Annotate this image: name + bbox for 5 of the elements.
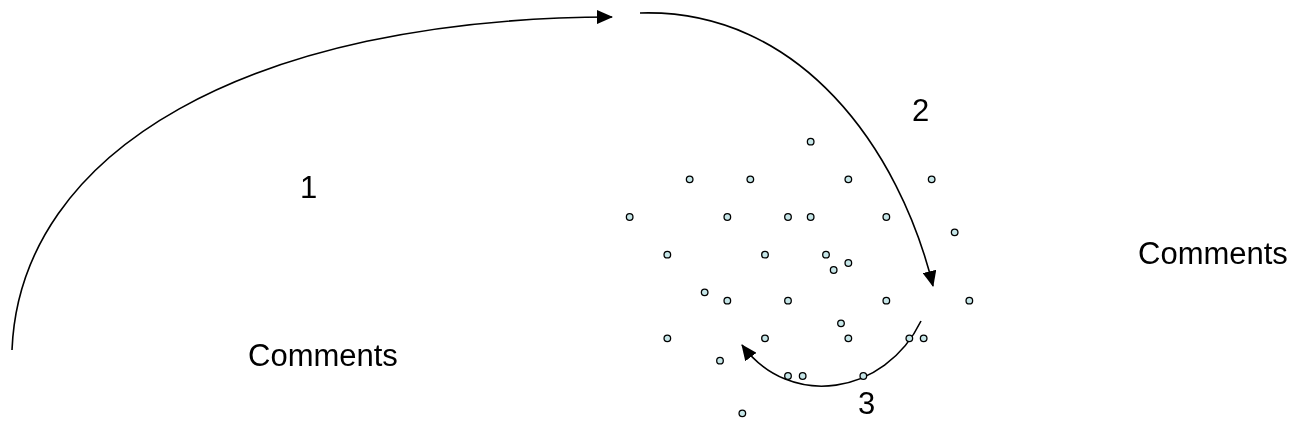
step-number: 2 — [912, 95, 930, 126]
comments-label: Comments — [248, 340, 398, 371]
comments-label: Comments — [1138, 238, 1288, 269]
step-number: 1 — [300, 172, 318, 203]
step-number: 3 — [858, 388, 876, 419]
